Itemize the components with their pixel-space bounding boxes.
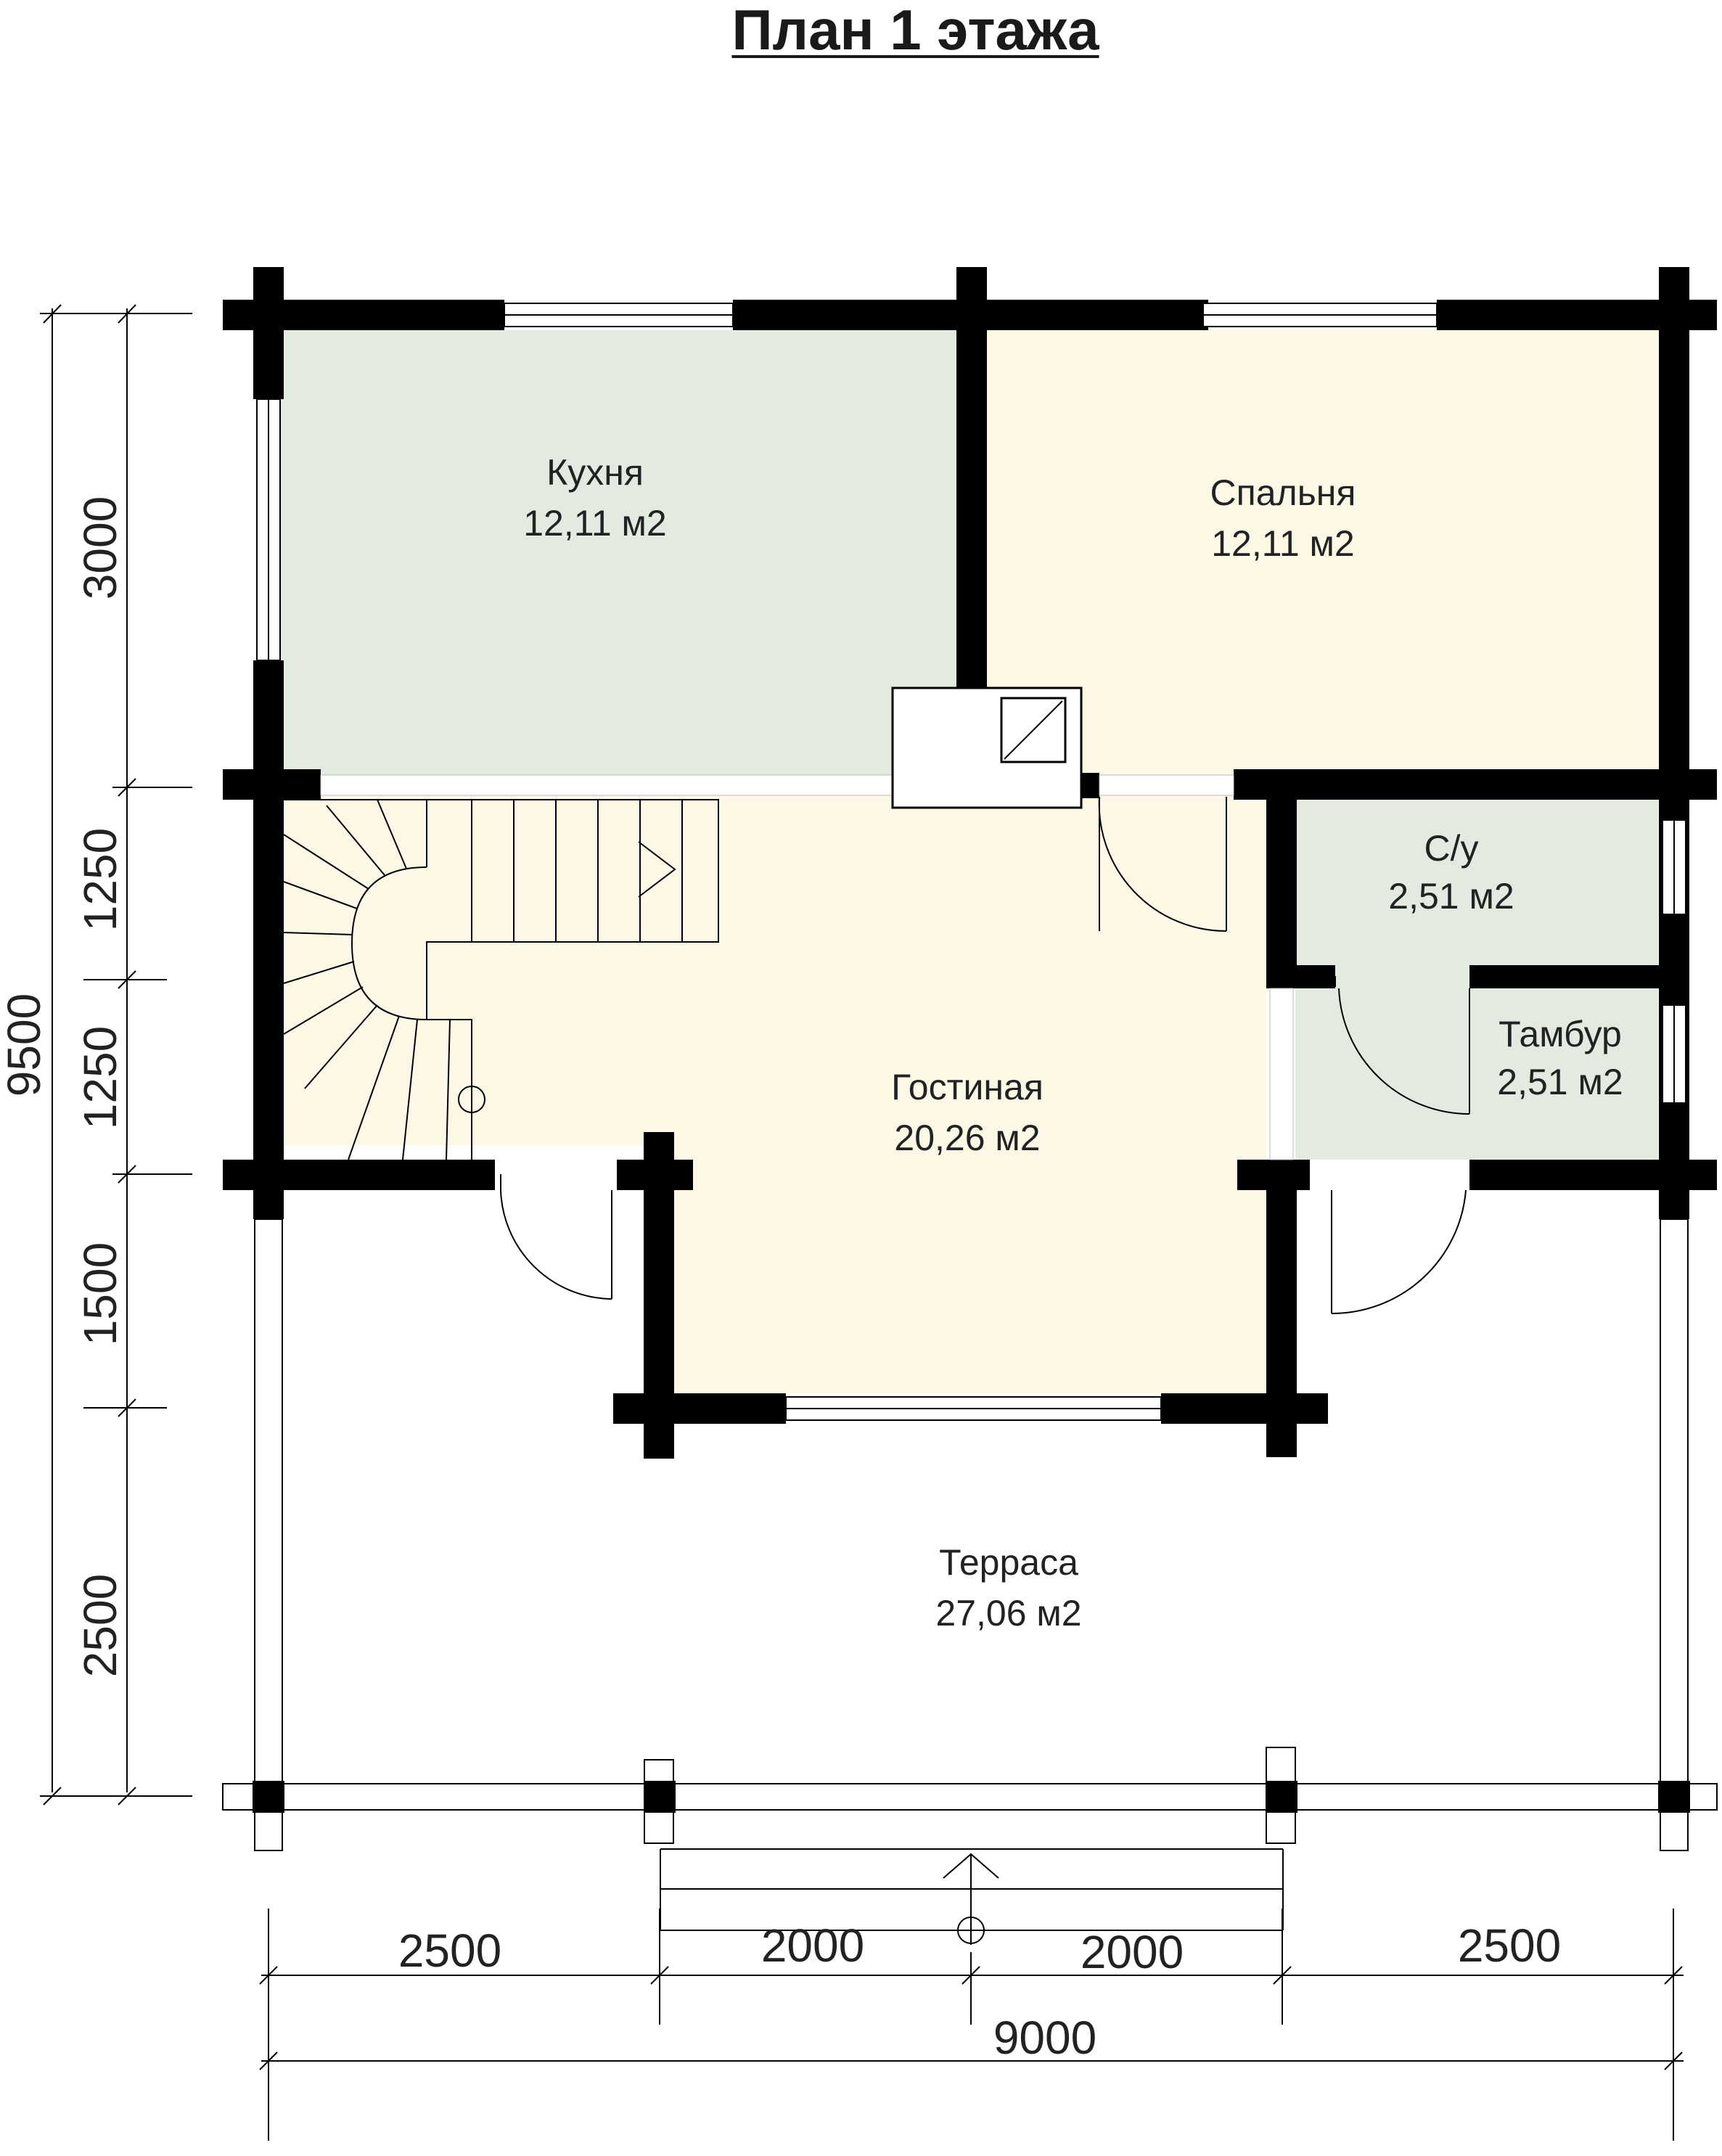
living-bedroom-opening bbox=[1099, 774, 1234, 796]
wall-living-bottom-left bbox=[613, 1393, 786, 1424]
living-fill bbox=[270, 795, 1266, 1393]
door-bedroom bbox=[1098, 796, 1227, 933]
room-name-vestibule: Тамбур bbox=[1498, 1014, 1622, 1054]
door-terrace-right bbox=[1331, 1189, 1467, 1315]
dim-left-1250-b: 1250 bbox=[74, 1026, 126, 1129]
post-mid-left bbox=[253, 1190, 284, 1219]
left-dimension-labels: 3000 1250 1250 1500 2500 9500 bbox=[0, 496, 126, 1677]
room-labels: Кухня 12,11 м2 Спальня 12,11 м2 С/у 2,51… bbox=[523, 452, 1623, 1634]
bath-living-opening bbox=[1269, 988, 1294, 1160]
wall-kitchen-stub bbox=[223, 769, 321, 800]
dim-bottom-2000-b: 2000 bbox=[1081, 1926, 1184, 1978]
room-name-kitchen: Кухня bbox=[546, 452, 644, 493]
dim-bottom-2500-b: 2500 bbox=[1458, 1919, 1561, 1972]
stove-icon bbox=[891, 686, 1083, 809]
kitchen-fill bbox=[270, 330, 956, 780]
wall-bath-left bbox=[1266, 798, 1297, 965]
walls bbox=[223, 267, 1717, 1812]
bottom-dimension-lines bbox=[259, 1909, 1684, 2141]
room-area-living: 20,26 м2 bbox=[894, 1118, 1040, 1158]
dim-left-3000: 3000 bbox=[74, 496, 126, 599]
bottom-dimension-labels: 2500 2000 2000 2500 9000 bbox=[398, 1919, 1561, 2064]
room-area-vestibule: 2,51 м2 bbox=[1497, 1062, 1623, 1102]
wall-living-bottom-right bbox=[1161, 1393, 1328, 1424]
staircase-icon bbox=[283, 799, 719, 1160]
wall-bath-divider bbox=[1469, 965, 1662, 988]
vestibule-fill bbox=[1295, 972, 1658, 1160]
left-dimension-lines bbox=[40, 304, 192, 1805]
dim-left-2500: 2500 bbox=[74, 1574, 126, 1677]
terrace-railing bbox=[222, 1218, 1718, 1851]
wall-bedroom-stub bbox=[1081, 773, 1099, 798]
room-area-terrace: 27,06 м2 bbox=[935, 1593, 1081, 1634]
door-bath bbox=[1334, 976, 1470, 1115]
kitchen-living-opening bbox=[320, 774, 893, 796]
dim-bottom-2000-a: 2000 bbox=[761, 1919, 864, 1972]
plan-title-text: План 1 этажа bbox=[731, 0, 1099, 62]
room-name-bedroom: Спальня bbox=[1210, 472, 1356, 513]
wall-bath-left-stub bbox=[1266, 965, 1335, 988]
room-area-bathroom: 2,51 м2 bbox=[1388, 876, 1514, 917]
room-name-living: Гостиная bbox=[891, 1067, 1044, 1107]
windows bbox=[256, 303, 1686, 1421]
dim-left-total: 9500 bbox=[0, 993, 50, 1097]
wall-bath-top bbox=[1234, 769, 1717, 800]
room-name-terrace: Терраса bbox=[939, 1542, 1078, 1583]
bathroom-fill bbox=[1295, 798, 1658, 972]
dim-bottom-2500-a: 2500 bbox=[398, 1925, 501, 1977]
entry-steps-icon bbox=[660, 1848, 1284, 1945]
plan-title: План 1 этажа bbox=[0, 1, 1722, 64]
wall-bath-right-a bbox=[1659, 914, 1689, 1005]
room-area-kitchen: 12,11 м2 bbox=[523, 503, 667, 544]
dim-left-1500: 1500 bbox=[74, 1242, 126, 1345]
doors bbox=[500, 796, 1470, 1315]
wall-left-lower bbox=[253, 798, 284, 1219]
dim-bottom-total: 9000 bbox=[993, 2012, 1096, 2064]
room-name-bathroom: С/у bbox=[1424, 828, 1479, 869]
bedroom-fill bbox=[985, 330, 1659, 780]
post-top-middle bbox=[956, 267, 987, 688]
wall-mid-right-b bbox=[1469, 1160, 1717, 1190]
post-top-left bbox=[253, 267, 284, 399]
dim-left-1250-a: 1250 bbox=[74, 828, 126, 931]
post-mid-right bbox=[1659, 1190, 1689, 1219]
door-terrace-left bbox=[500, 1174, 612, 1300]
wall-top-right-a bbox=[985, 300, 1203, 330]
wall-mid-left bbox=[223, 1160, 495, 1190]
room-area-bedroom: 12,11 м2 bbox=[1211, 523, 1355, 564]
